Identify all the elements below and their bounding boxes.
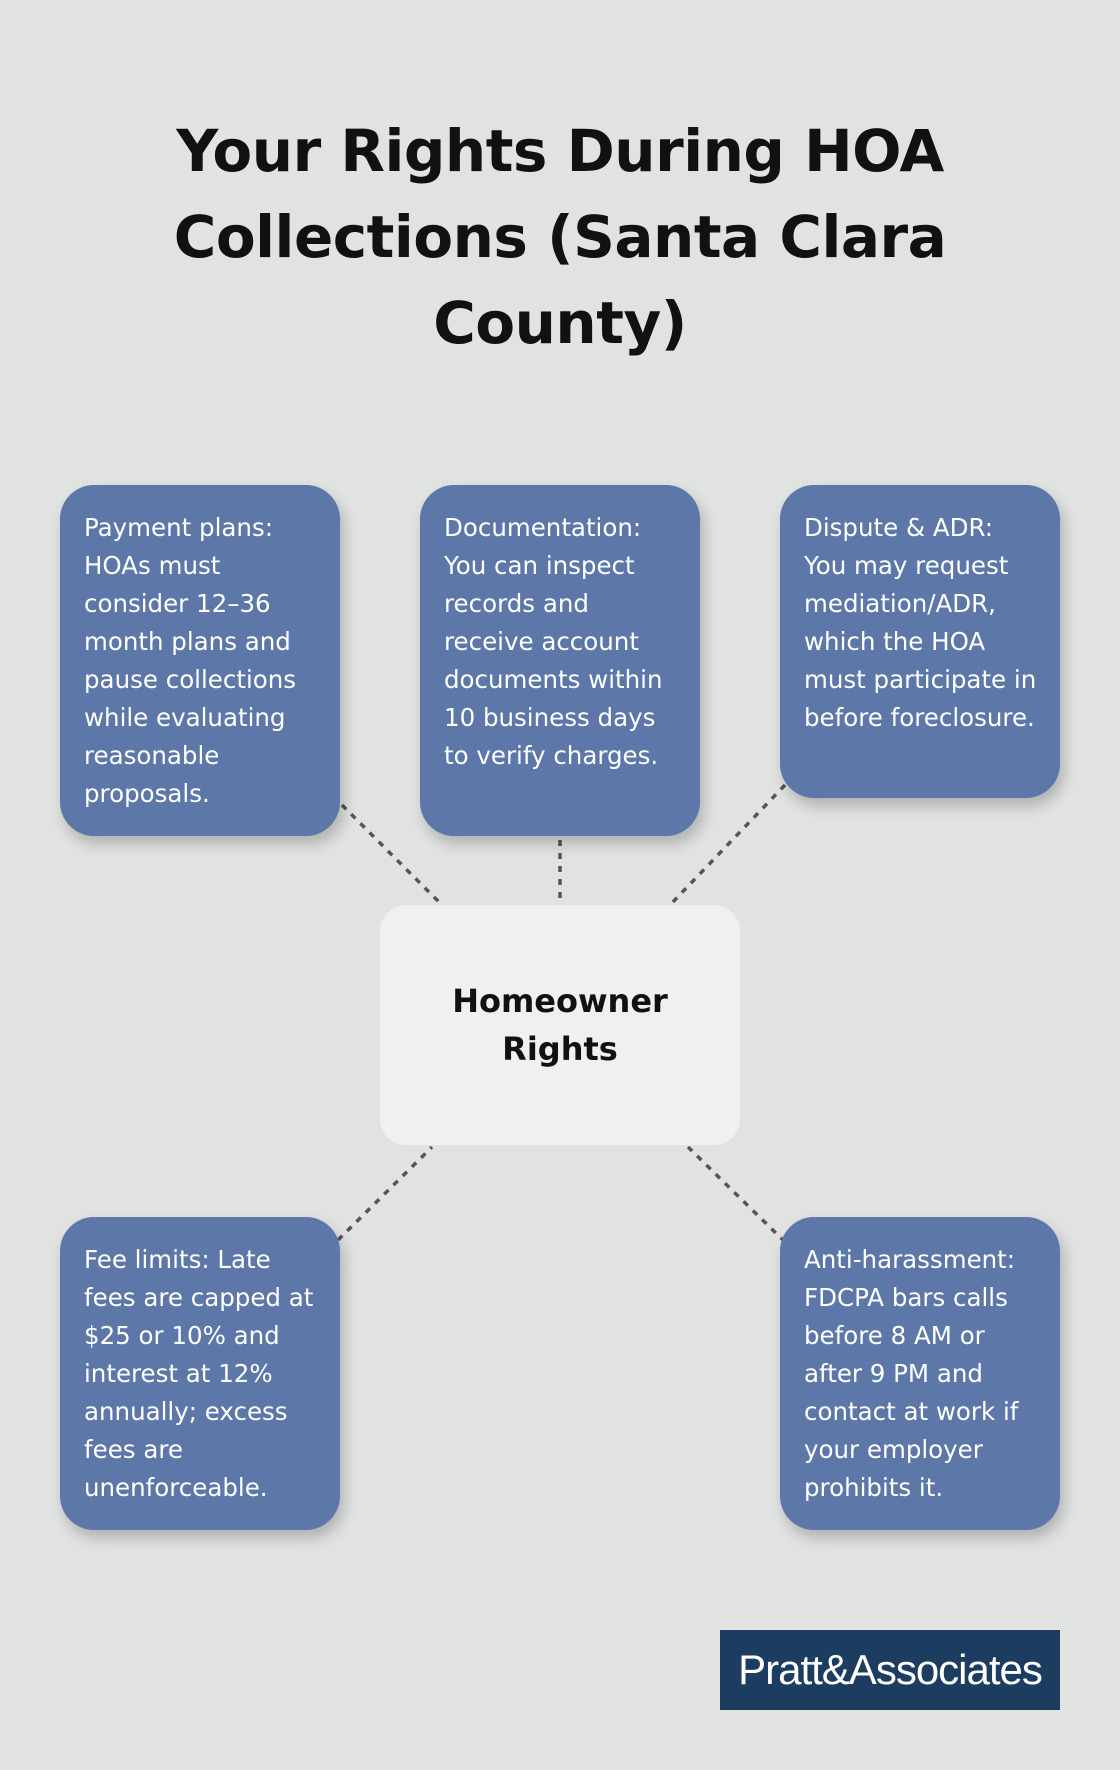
connector-fee-limits: [336, 1145, 434, 1242]
card-anti-harassment: Anti-harassment: FDCPA bars calls before…: [780, 1217, 1060, 1530]
card-dispute-adr: Dispute & ADR: You may request mediation…: [780, 485, 1060, 798]
card-payment-plans: Payment plans: HOAs must consider 12–36 …: [60, 485, 340, 836]
connector-anti-harassment: [686, 1145, 787, 1244]
pratt-associates-logo: Pratt&Associates: [720, 1630, 1060, 1710]
center-node-label: Homeowner Rights: [452, 982, 668, 1068]
card-documentation: Documentation: You can inspect records a…: [420, 485, 700, 836]
logo-text: Pratt&Associates: [738, 1646, 1043, 1693]
connector-payment-plans: [340, 803, 444, 907]
card-fee-limits: Fee limits: Late fees are capped at $25 …: [60, 1217, 340, 1530]
page-title: Your Rights During HOA Collections (Sant…: [173, 117, 947, 357]
connector-dispute-adr: [668, 783, 787, 907]
center-node-homeowner-rights: Homeowner Rights: [380, 905, 740, 1145]
